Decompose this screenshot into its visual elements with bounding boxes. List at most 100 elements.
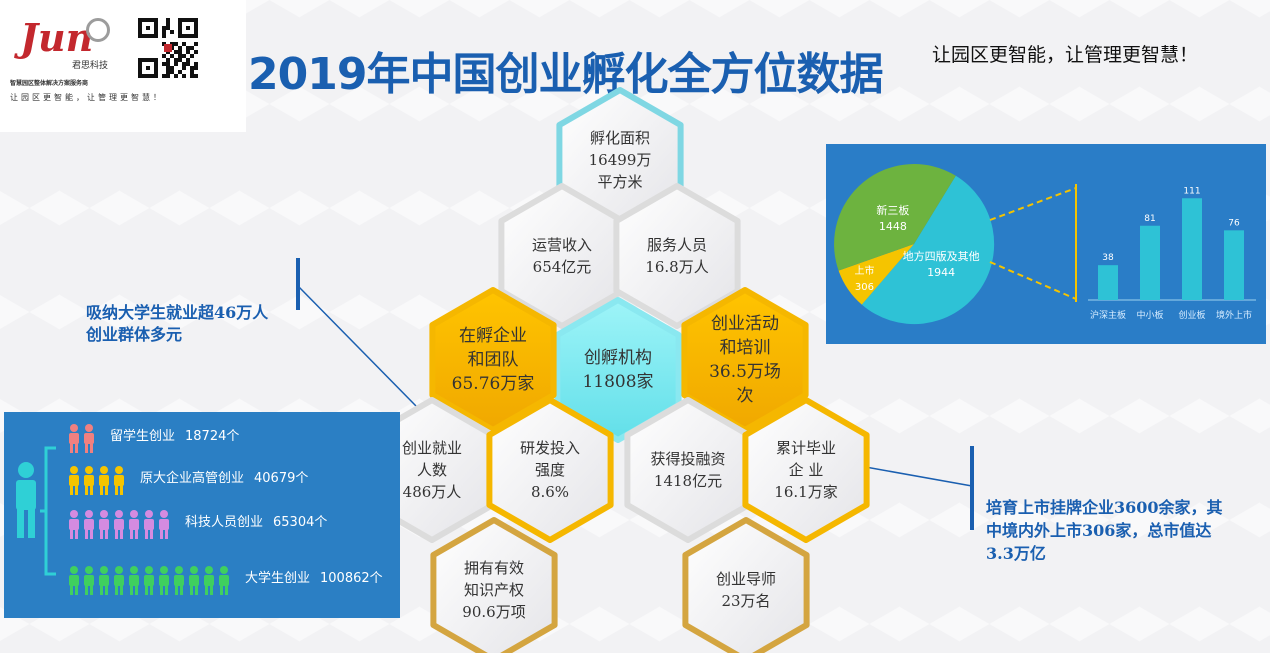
bar-value: 81 [1144, 214, 1155, 224]
logo-mark [86, 18, 110, 42]
connector-right [859, 465, 973, 487]
hex-label: 创孵机构 [584, 348, 652, 368]
pie-label: 新三板 [876, 203, 909, 217]
hex-shape [682, 517, 810, 653]
logo-company-name: 君思科技 [72, 61, 109, 71]
person-icon [69, 424, 79, 453]
hex-label: 23万名 [721, 592, 770, 610]
hex-shape [742, 397, 870, 543]
pie-connector [989, 261, 1077, 300]
logo: Jun [20, 15, 94, 60]
person-icon [114, 466, 124, 495]
hex-label: 孵化面积 [590, 129, 650, 147]
person-icon [69, 510, 79, 539]
hex-label: 运营收入 [532, 236, 592, 254]
person-icon [159, 566, 169, 595]
hex-label: 和培训 [720, 338, 771, 358]
pie-label: 上市 [854, 264, 874, 277]
hex-label: 创业就业 [402, 439, 462, 457]
hex-label: 服务人员 [647, 236, 707, 254]
hex-shape [613, 183, 741, 329]
hex-label: 获得投融资 [650, 450, 725, 468]
group-label: 科技人员创业 [185, 515, 263, 530]
accent-bar-right [970, 446, 974, 530]
logo-tagline: 智慧园区整体解决方案服务商 [10, 80, 89, 87]
hex-label: 研发投入 [520, 439, 580, 457]
pie-label: 地方四版及其他 [903, 249, 980, 263]
qr-code-icon [134, 14, 202, 82]
hex-label: 16.8万人 [645, 258, 708, 276]
person-icon [114, 510, 124, 539]
group-value: 65304个 [273, 515, 327, 530]
person-icon [69, 566, 79, 595]
logo-panel [0, 0, 246, 132]
group-bracket [44, 446, 56, 576]
group-value: 40679个 [254, 471, 308, 486]
person-icon [84, 466, 94, 495]
bar [1140, 225, 1160, 300]
bar [1224, 230, 1244, 300]
bar-category: 沪深主板 [1090, 309, 1126, 321]
bar-value: 111 [1183, 186, 1200, 196]
bar-category: 境外上市 [1216, 309, 1252, 321]
hex-label: 16.1万家 [774, 483, 837, 501]
hex-label: 65.76万家 [452, 374, 535, 394]
hex-label: 拥有有效 [464, 559, 524, 577]
hex-label: 企 业 [789, 461, 824, 479]
group-label: 原大企业高管创业 [140, 470, 244, 486]
bar-category: 创业板 [1178, 309, 1205, 321]
pie-value: 1448 [879, 220, 907, 233]
hex-label: 强度 [535, 461, 565, 479]
hex-label: 创业活动 [711, 314, 779, 334]
person-icon [99, 566, 109, 595]
slogan: 让园区更智能，让管理更智慧！ [932, 44, 1199, 66]
hex-label: 11808家 [582, 372, 653, 392]
person-icon [144, 510, 154, 539]
bar-value: 38 [1102, 253, 1114, 263]
hex-label: 在孵企业 [459, 326, 527, 346]
person-icon [99, 466, 109, 495]
bar-value: 76 [1228, 218, 1240, 228]
person-icon [204, 566, 214, 595]
page-title: 2019年中国创业孵化全方位数据 [248, 49, 883, 100]
person-icon [114, 566, 124, 595]
hex-label: 90.6万项 [462, 603, 525, 621]
person-icon [219, 566, 229, 595]
bar-category: 中小板 [1136, 309, 1163, 321]
hex-staff: 服务人员 16.8万人 [613, 183, 741, 329]
talent-note: 吸纳大学生就业超46万人 创业群体多元 [86, 302, 268, 346]
hex-label: 8.6% [531, 483, 569, 501]
hex-label: 创业导师 [716, 570, 776, 588]
group-label: 留学生创业 [110, 428, 175, 444]
hex-label: 和团队 [468, 350, 519, 370]
person-icon [189, 566, 199, 595]
bar [1098, 265, 1118, 300]
pie-slice [861, 175, 995, 325]
hex-mentors: 创业导师 23万名 [682, 517, 810, 653]
person-icon [84, 510, 94, 539]
group-row: 科技人员创业 65304个 [69, 510, 327, 539]
person-icon [159, 510, 169, 539]
pie-slice [834, 164, 956, 271]
talent-note-line1: 吸纳大学生就业超46万人 [86, 303, 269, 322]
group-row: 原大企业高管创业 40679个 [69, 466, 308, 495]
pie-connector [989, 187, 1077, 221]
hex-institutions: 创孵机构 11808家 [554, 297, 682, 443]
accent-bar-left [296, 258, 300, 310]
hex-shape [486, 397, 614, 543]
hex-label: 次 [737, 386, 754, 406]
hex-label: 486万人 [403, 483, 462, 501]
hex-label: 人数 [417, 461, 447, 479]
pie-slice [838, 244, 914, 305]
person-icon [84, 424, 94, 453]
group-value: 100862个 [320, 571, 383, 586]
